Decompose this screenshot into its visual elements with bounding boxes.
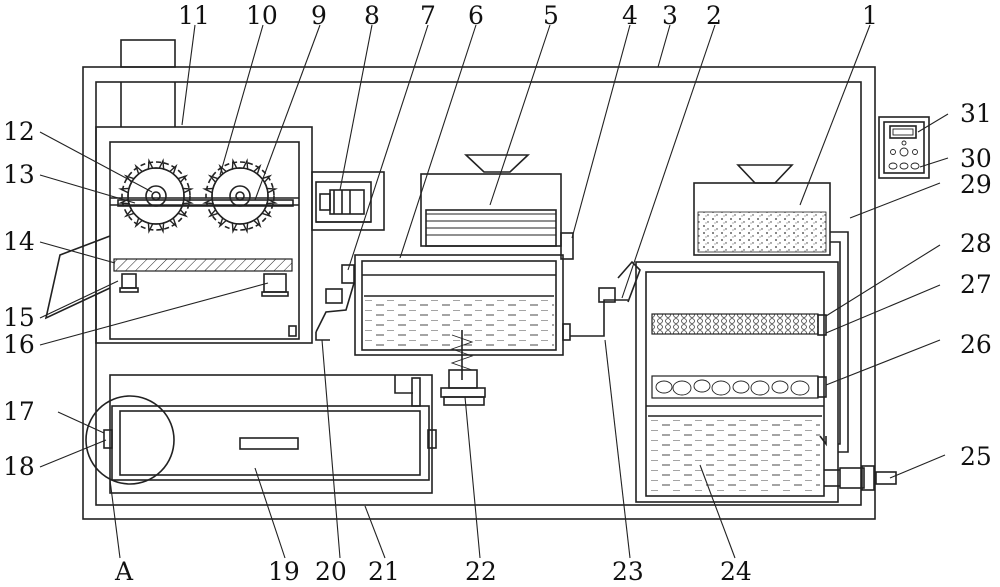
label-14: 14 xyxy=(3,227,35,256)
exhaust-stack xyxy=(120,39,176,127)
label-16: 16 xyxy=(3,330,35,359)
part-labels: 11 10 9 8 7 6 5 4 3 2 1 12 13 14 15 16 1… xyxy=(3,1,992,586)
label-12: 12 xyxy=(3,117,35,146)
label-28: 28 xyxy=(960,229,992,258)
label-2: 2 xyxy=(706,1,722,30)
label-13: 13 xyxy=(3,160,35,189)
storage-tank xyxy=(103,374,437,494)
label-3: 3 xyxy=(662,1,678,30)
detail-circle-a xyxy=(85,395,175,485)
label-20: 20 xyxy=(315,557,347,586)
label-21: 21 xyxy=(368,557,400,586)
label-4: 4 xyxy=(622,1,638,30)
reaction-tank xyxy=(315,254,571,356)
crusher-roller-right xyxy=(205,161,275,231)
label-5: 5 xyxy=(543,1,559,30)
label-19: 19 xyxy=(268,557,300,586)
label-6: 6 xyxy=(468,1,484,30)
control-panel xyxy=(878,116,930,179)
gear-teeth-right xyxy=(202,158,278,234)
gear-teeth-left xyxy=(118,158,194,234)
inlet-chute xyxy=(44,235,111,320)
label-17: 17 xyxy=(3,397,35,426)
label-30: 30 xyxy=(960,144,992,173)
label-26: 26 xyxy=(960,330,992,359)
label-27: 27 xyxy=(960,270,992,299)
crusher-roller-left xyxy=(121,161,191,231)
label-29: 29 xyxy=(960,170,992,199)
feed-hopper-5 xyxy=(420,154,574,260)
return-pipe xyxy=(830,231,849,453)
label-7: 7 xyxy=(420,1,436,30)
leader-lines xyxy=(39,24,949,559)
label-10: 10 xyxy=(246,1,278,30)
outlet-valve xyxy=(824,465,897,491)
label-11: 11 xyxy=(178,1,210,30)
crushing-chamber xyxy=(95,126,313,344)
label-1: 1 xyxy=(862,1,878,30)
label-22: 22 xyxy=(465,557,497,586)
feed-hopper-1 xyxy=(693,164,831,256)
label-24: 24 xyxy=(720,557,752,586)
label-a: A xyxy=(114,557,134,586)
connecting-pipe xyxy=(570,260,641,337)
label-18: 18 xyxy=(3,452,35,481)
filter-tower xyxy=(635,261,839,503)
motor-box xyxy=(311,171,385,231)
label-9: 9 xyxy=(311,1,327,30)
label-23: 23 xyxy=(612,557,644,586)
label-31: 31 xyxy=(960,99,992,128)
label-25: 25 xyxy=(960,442,992,471)
label-8: 8 xyxy=(364,1,380,30)
stirrer-assembly xyxy=(440,330,486,406)
label-15: 15 xyxy=(3,303,35,332)
